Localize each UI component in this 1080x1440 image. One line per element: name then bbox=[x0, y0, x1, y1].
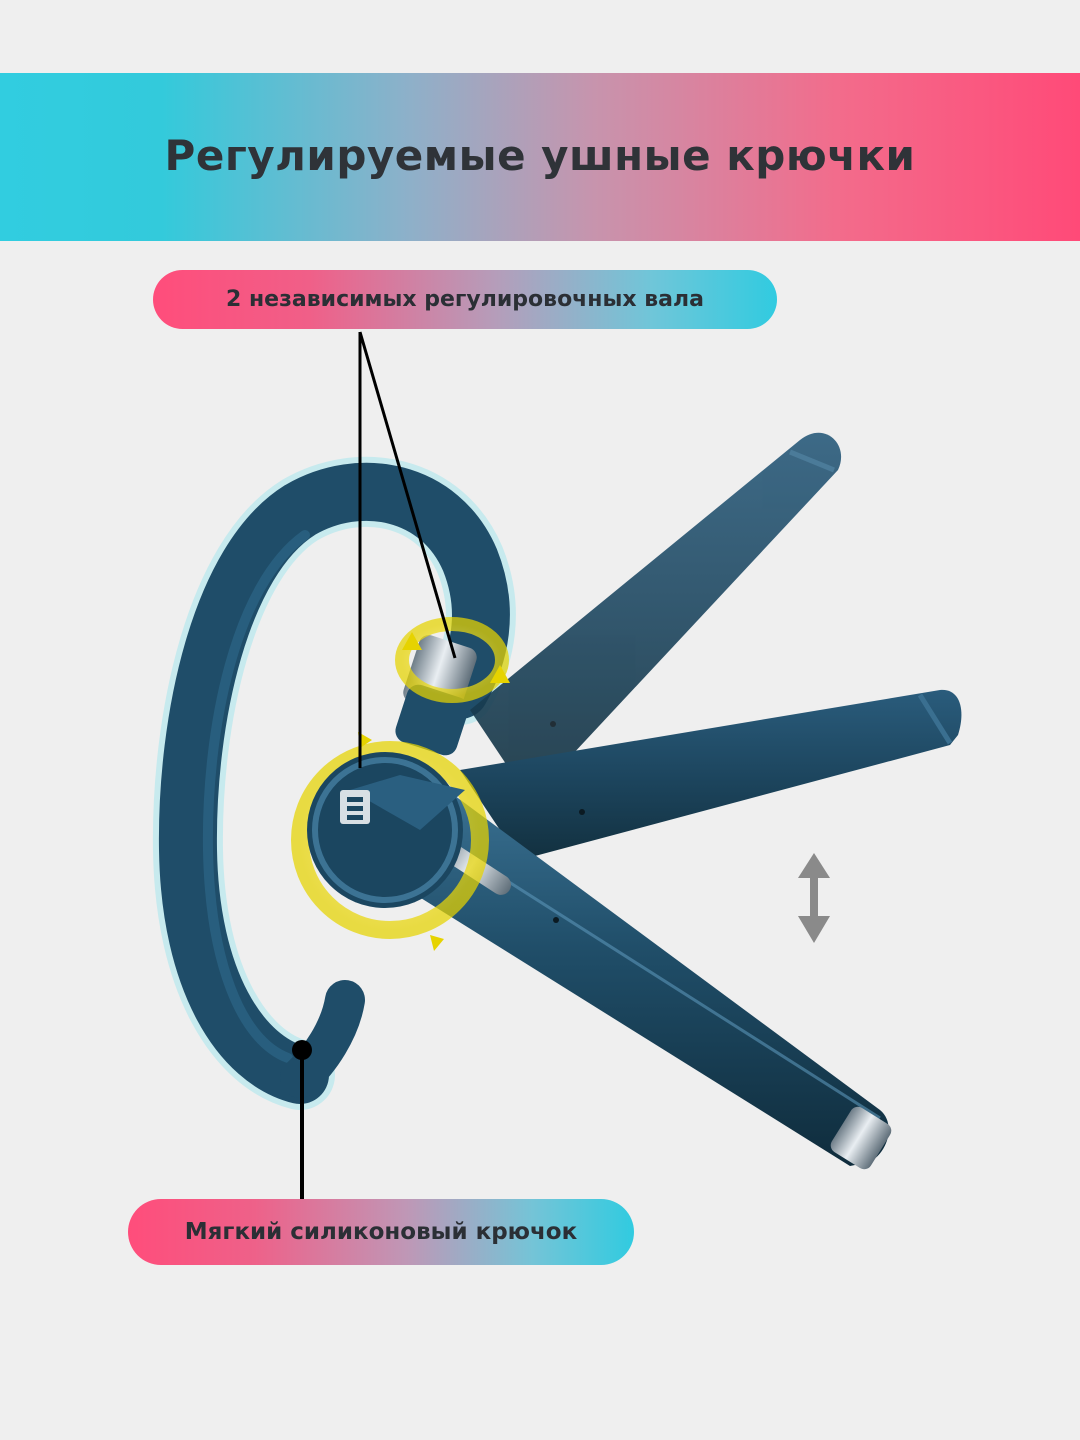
page-title: Регулируемые ушные крючки bbox=[164, 130, 916, 180]
header-banner: Регулируемые ушные крючки bbox=[0, 73, 1080, 241]
hook-callout: Мягкий силиконовый крючок bbox=[128, 1199, 634, 1265]
ear-hook bbox=[152, 456, 516, 1110]
boom-position-upper bbox=[470, 432, 842, 800]
hook-callout-label: Мягкий силиконовый крючок bbox=[184, 1219, 578, 1245]
upper-adjustment-shaft bbox=[395, 617, 510, 756]
shafts-callout: 2 независимых регулировочных вала bbox=[153, 270, 777, 329]
boom-position-middle bbox=[460, 689, 962, 860]
hook-pointer-line bbox=[292, 1040, 312, 1199]
shafts-callout-label: 2 независимых регулировочных вала bbox=[226, 287, 704, 312]
vertical-adjust-arrow-icon bbox=[798, 853, 830, 943]
shafts-pointer-lines bbox=[358, 331, 457, 768]
main-adjustment-shaft bbox=[291, 732, 489, 951]
